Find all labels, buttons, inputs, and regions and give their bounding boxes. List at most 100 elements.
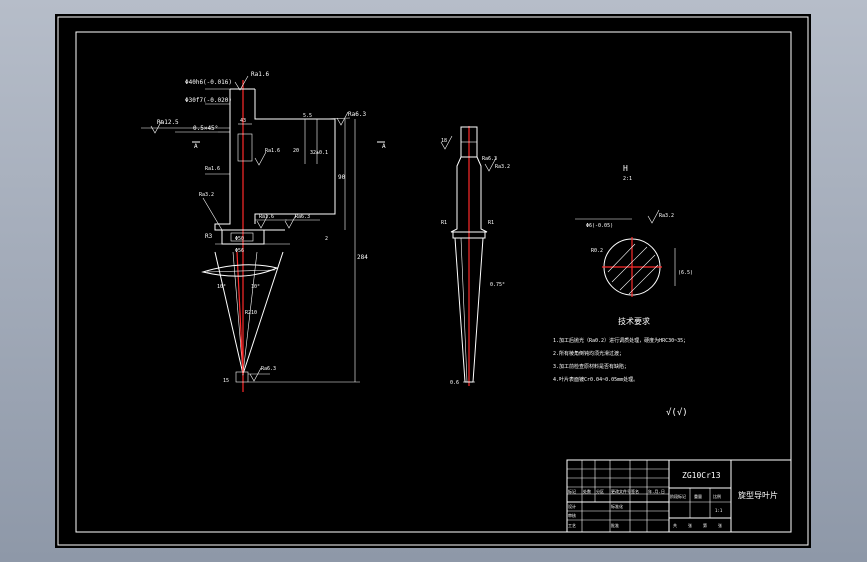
dim-55-label: 5.5 bbox=[303, 113, 312, 119]
section-ra-label: Ra3.2 bbox=[659, 213, 674, 219]
sheet-num-1: 第 bbox=[703, 522, 707, 528]
collar-hole bbox=[230, 232, 254, 242]
section-scale: 2:1 bbox=[623, 176, 632, 182]
dim-284-label: 284 bbox=[357, 254, 368, 261]
ra-left-label: Ra12.5 bbox=[157, 119, 179, 126]
tech-item-3: 3.加工前检查原材料是否有缺陷； bbox=[553, 363, 629, 370]
inner-border bbox=[75, 31, 792, 533]
dim-phi50-label: Φ50 bbox=[235, 236, 244, 242]
row-design: 设计 bbox=[568, 503, 576, 509]
scale-label: 比例 bbox=[713, 493, 721, 499]
section-dim-label: Φ6(-0.05) bbox=[586, 223, 613, 229]
outer-border bbox=[57, 16, 809, 546]
ra-v2-label: Ra6.3 bbox=[295, 214, 310, 220]
ra-v1-label: Ra1.6 bbox=[259, 214, 274, 220]
section-h bbox=[575, 209, 676, 297]
stage-label: 阶段标记 bbox=[670, 493, 686, 499]
header-sign: 签名 bbox=[631, 488, 639, 494]
front-view-labels: Φ40h6(-0.016) Φ30f7(-0.020) 0.5×45° Ra1.… bbox=[157, 71, 386, 384]
title-block-frame bbox=[566, 459, 792, 533]
section-ra-symbol bbox=[647, 209, 660, 224]
ra-mid2-label: Ra3.2 bbox=[199, 192, 214, 198]
front-view bbox=[141, 75, 385, 392]
side-r2-label: R1 bbox=[488, 220, 494, 226]
dim-r-label: R3 bbox=[205, 233, 213, 240]
side-ra1-label: Ra6.3 bbox=[482, 156, 497, 162]
dim-bot-label: 15 bbox=[223, 378, 229, 384]
section-hatch bbox=[206, 269, 276, 273]
drawing-canvas: Φ40h6(-0.016) Φ30f7(-0.020) 0.5×45° Ra1.… bbox=[57, 16, 809, 546]
head-outline bbox=[254, 89, 336, 224]
tech-item-4: 4.叶片表面镀Cr0.04~0.05mm处理。 bbox=[553, 376, 638, 383]
std-label: 标准化 bbox=[611, 503, 623, 509]
ra-symbol-mid1 bbox=[256, 214, 269, 229]
ra-symbol-right bbox=[336, 111, 349, 126]
dim-90-label: 90 bbox=[338, 174, 346, 181]
side-ra2-label: Ra3.2 bbox=[495, 164, 510, 170]
surface-symbol: √(√) bbox=[666, 407, 688, 418]
dim-slot-label: 32±0.1 bbox=[310, 150, 328, 156]
title-block-labels: ZG10Cr13 旋型导叶片 标记 处数 分区 更改文件号 签名 年.月.日 设… bbox=[568, 471, 778, 528]
part-name-label: 旋型导叶片 bbox=[738, 490, 778, 500]
ra-symbol-top bbox=[234, 75, 249, 91]
ra-mid1-label: Ra1.6 bbox=[205, 166, 220, 172]
technical-requirements: 技术要求 1.加工后抛光（Ra0.2）进行调质处理，硬度为HRC30~35； 2… bbox=[553, 316, 688, 418]
sheet-total-1: 共 bbox=[673, 522, 677, 528]
section-h-labels: H 2:1 Φ6(-0.05) Ra3.2 R0.2 (6.5) bbox=[586, 164, 693, 276]
angle-left-label: 10° bbox=[217, 284, 226, 290]
tech-item-2: 2.所有棱角倒钝均须光滑过渡； bbox=[553, 350, 624, 357]
side-dim-top: 18 bbox=[441, 138, 447, 144]
section-radius-label: R0.2 bbox=[591, 248, 603, 254]
dim-r210-label: R210 bbox=[245, 310, 257, 316]
ra-symbol-bottom bbox=[249, 367, 262, 382]
side-collar bbox=[452, 231, 486, 239]
fit-dim-label: Φ30f7(-0.020) bbox=[185, 97, 232, 104]
slot bbox=[237, 133, 253, 162]
side-tip-label: 0.6 bbox=[450, 380, 459, 386]
ra-symbol-left bbox=[150, 119, 163, 134]
dim-2-label: 2 bbox=[325, 236, 328, 242]
title-block bbox=[566, 459, 792, 533]
side-view bbox=[440, 126, 497, 386]
blade-tip bbox=[235, 371, 249, 383]
shank-left-edge bbox=[214, 89, 231, 231]
row-process: 工艺 bbox=[568, 523, 576, 528]
tech-title: 技术要求 bbox=[618, 316, 650, 326]
angle-right-label: 10° bbox=[251, 284, 260, 290]
ra-symbol-mid2 bbox=[284, 214, 297, 229]
dim-width-label: 20 bbox=[293, 148, 299, 154]
side-ra1-symbol bbox=[440, 135, 453, 150]
sheet-num-2: 张 bbox=[718, 522, 722, 528]
header-file: 更改文件号 bbox=[611, 488, 631, 494]
hatch-4 bbox=[628, 264, 659, 295]
ra-slot-label: Ra1.6 bbox=[265, 148, 280, 154]
material-label: ZG10Cr13 bbox=[682, 471, 721, 480]
ra-right-label: Ra6.3 bbox=[348, 111, 366, 118]
chamfer-label: 0.5×45° bbox=[193, 125, 218, 132]
scale-value: 1:1 bbox=[715, 508, 723, 513]
hatch-2 bbox=[619, 254, 656, 291]
side-r1-label: R1 bbox=[441, 220, 447, 226]
leader-right-ra bbox=[321, 117, 351, 120]
drawing-sheet[interactable]: Φ40h6(-0.016) Φ30f7(-0.020) 0.5×45° Ra1.… bbox=[55, 14, 811, 548]
blade-centerline bbox=[236, 251, 244, 375]
section-a-left: A bbox=[194, 143, 198, 150]
header-count: 处数 bbox=[583, 488, 591, 494]
header-zone: 分区 bbox=[596, 488, 604, 494]
side-taper-label: 0.75° bbox=[490, 282, 505, 288]
section-a-right: A bbox=[382, 143, 386, 150]
ra-top-label: Ra1.6 bbox=[251, 71, 269, 78]
approve-label: 批准 bbox=[611, 522, 619, 528]
leader-mid2 bbox=[202, 197, 223, 231]
weight-label: 重量 bbox=[694, 493, 702, 499]
hatch-1 bbox=[611, 246, 648, 283]
blade-section bbox=[201, 264, 279, 277]
dim-phi56-label: Φ56 bbox=[235, 248, 244, 254]
section-title: H bbox=[623, 164, 628, 173]
header-date: 年.月.日 bbox=[648, 488, 665, 494]
dim-43-label: 43 bbox=[240, 118, 246, 124]
sheet-total-2: 张 bbox=[688, 522, 692, 528]
side-ra2-symbol bbox=[484, 157, 497, 172]
tech-item-1: 1.加工后抛光（Ra0.2）进行调质处理，硬度为HRC30~35； bbox=[553, 337, 688, 344]
